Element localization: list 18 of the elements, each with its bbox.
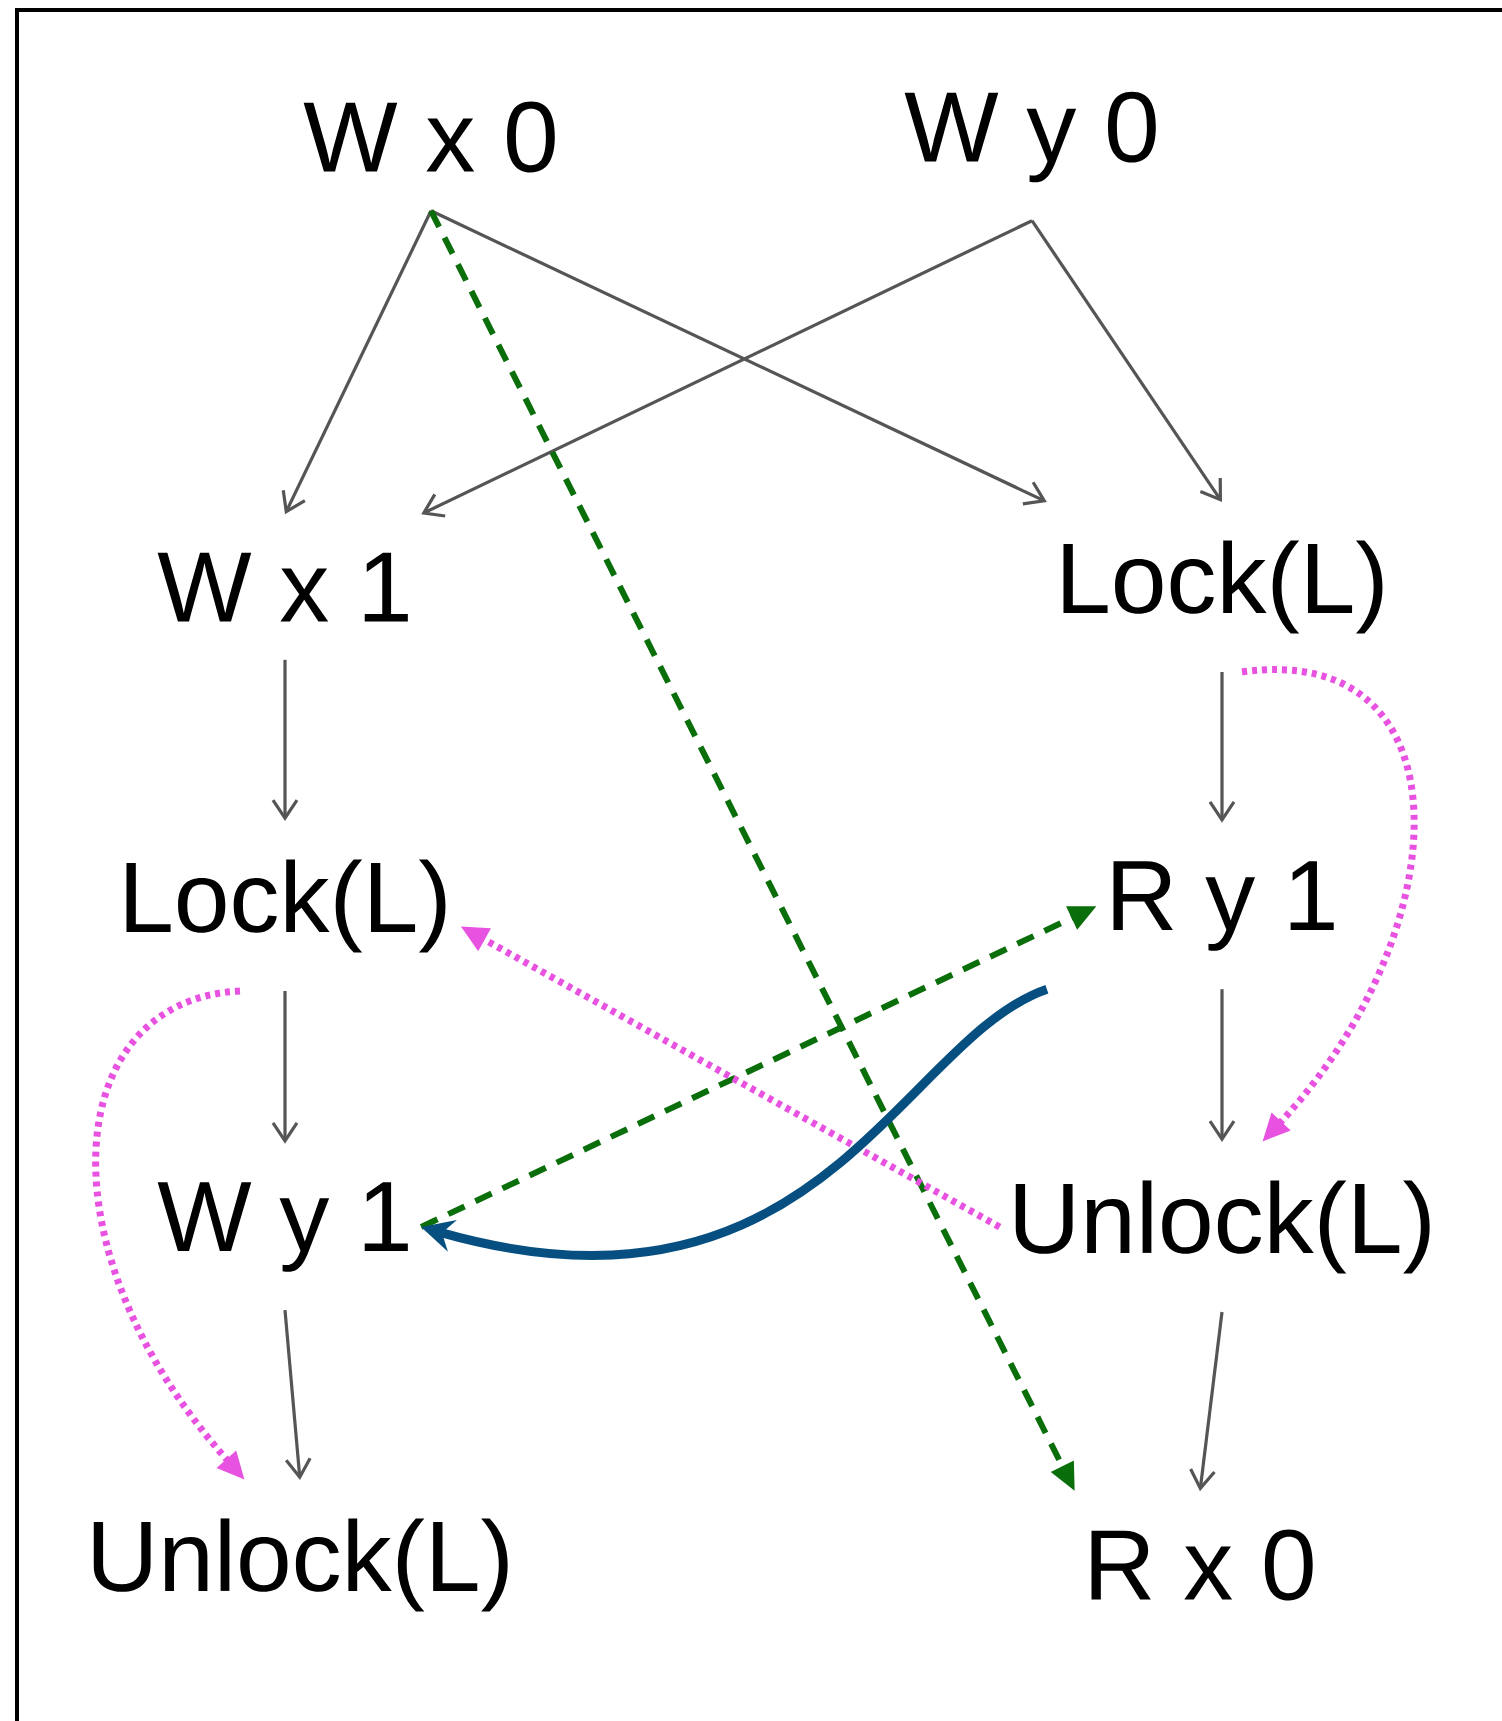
node-label: R y 1	[1113, 861, 1334, 951]
arrow	[281, 210, 433, 515]
node-label: W y 1	[157, 1182, 408, 1272]
node-label: W x 1	[157, 552, 408, 622]
arrow	[1189, 1311, 1224, 1492]
node-label: Lock(L)	[126, 859, 446, 953]
arrow	[1208, 672, 1236, 823]
node-label: W x 0	[303, 101, 555, 173]
arrow	[1208, 989, 1236, 1143]
node-label: Unlock(L)	[1015, 1180, 1430, 1274]
arrow	[283, 1310, 312, 1481]
node-label: R x 0	[1091, 1529, 1313, 1601]
node-label: Unlock(L)	[93, 1518, 508, 1612]
arrow	[271, 659, 299, 822]
arrow	[1030, 219, 1222, 503]
arrow	[271, 991, 299, 1144]
node-label: W y 0	[904, 91, 1156, 183]
node-label: Lock(L)	[1063, 540, 1383, 634]
